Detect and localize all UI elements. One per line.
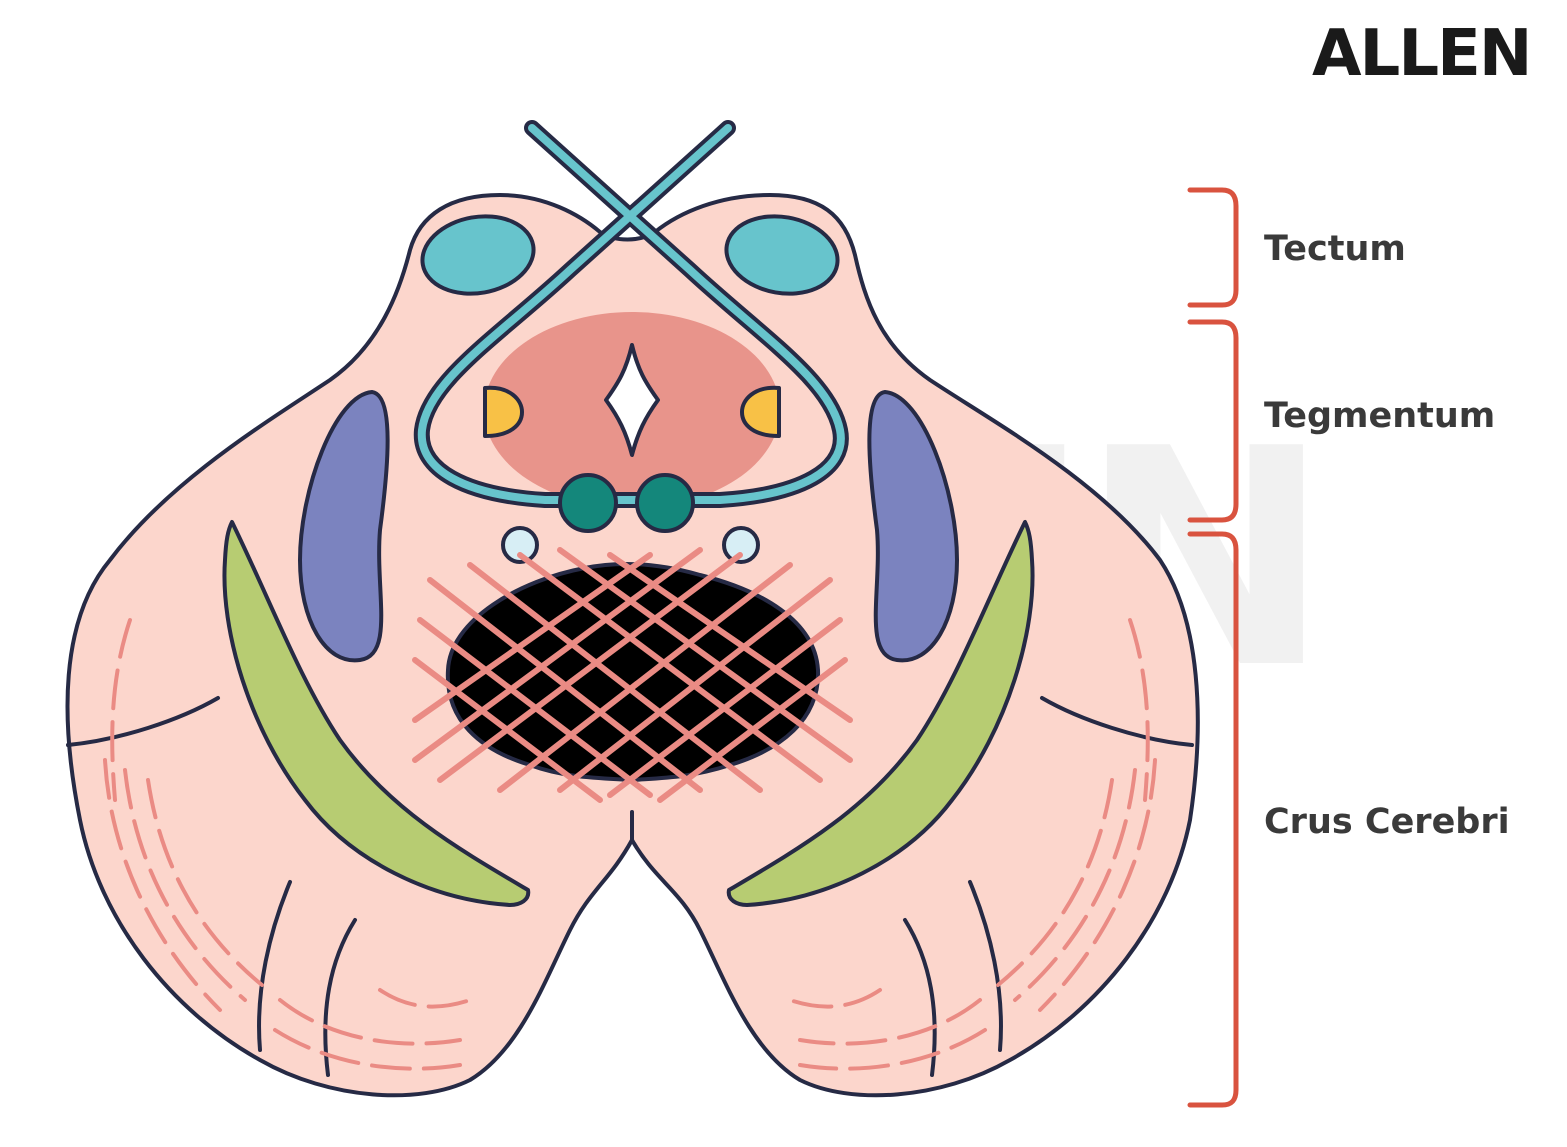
right-substantia-nigra: [867, 389, 960, 663]
tectum-bracket: [1187, 187, 1239, 308]
left-crus-band: [222, 520, 531, 907]
left-colliculus: [420, 214, 536, 296]
allen-logo: ALLEN: [1312, 17, 1532, 91]
left-yellow-nucleus: [483, 385, 524, 438]
label-tegmentum: Tegmentum: [1264, 396, 1496, 436]
crossing-fibers: [412, 547, 853, 803]
right-crus-band: [726, 520, 1035, 907]
cerebral-aqueduct: [604, 343, 660, 457]
left-light-nucleus: [501, 526, 539, 564]
label-tectum: Tectum: [1264, 229, 1406, 269]
left-striations: [103, 618, 472, 1071]
tegmentum-bracket: [1187, 319, 1239, 523]
right-yellow-nucleus: [740, 385, 781, 438]
right-colliculus: [724, 214, 840, 296]
right-light-nucleus: [722, 526, 760, 564]
crus-cerebri-bracket: [1187, 531, 1239, 1108]
left-teal-nucleus: [558, 473, 618, 533]
label-crus-cerebri: Crus Cerebri: [1264, 802, 1510, 842]
right-teal-nucleus: [635, 473, 695, 533]
left-substantia-nigra: [297, 389, 390, 663]
lemniscus-loop-fill: [417, 124, 845, 504]
right-striations: [788, 618, 1157, 1071]
